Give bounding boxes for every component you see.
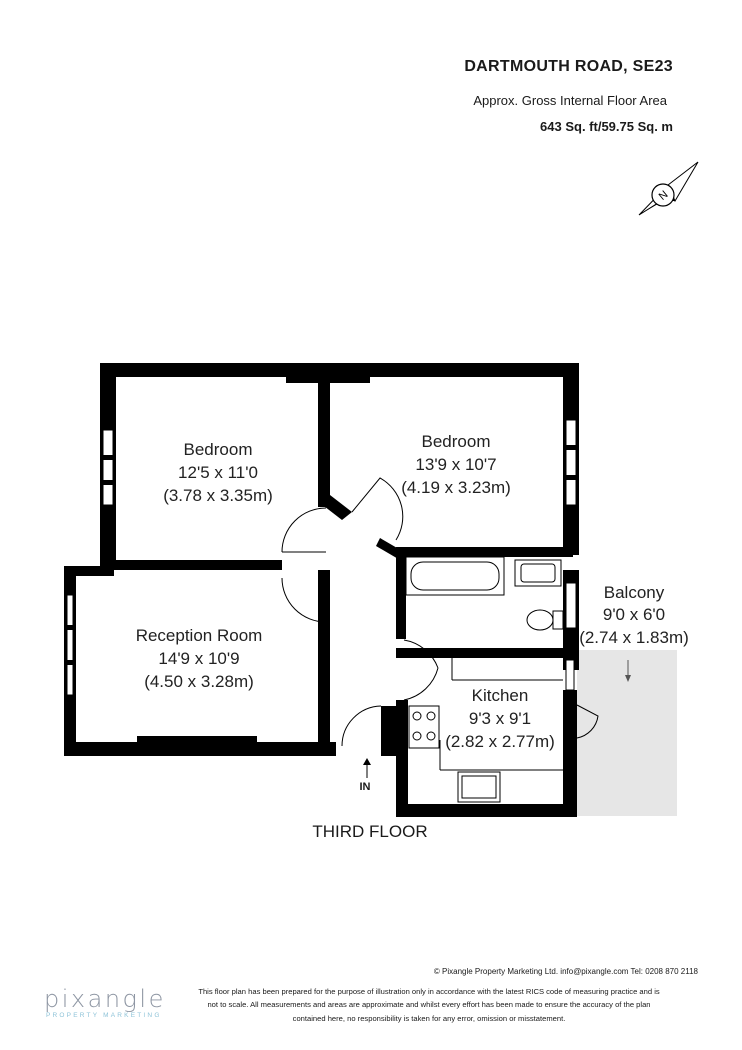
doors: [281, 477, 599, 747]
bedroom2-name: Bedroom: [422, 432, 491, 451]
reception-imperial: 14'9 x 10'9: [158, 649, 239, 668]
reception-metric: (4.50 x 3.28m): [144, 672, 254, 691]
bathtub: [405, 556, 505, 596]
floor-area-label: Approx. Gross Internal Floor Area: [473, 93, 667, 108]
balcony-imperial: 9'0 x 6'0: [603, 605, 665, 624]
kitchen-metric: (2.82 x 2.77m): [445, 732, 555, 751]
disclaimer-line: contained here, no responsibility is tak…: [292, 1013, 566, 1023]
balcony-area: [577, 650, 677, 816]
pixangle-logo-subtitle: PROPERTY MARKETING: [46, 1012, 162, 1019]
balcony-metric: (2.74 x 1.83m): [579, 628, 689, 647]
hob: [408, 705, 440, 749]
reception-name: Reception Room: [136, 626, 263, 645]
bedroom2-imperial: 13'9 x 10'7: [415, 455, 496, 474]
compass-icon: N: [638, 161, 699, 216]
pixangle-logo: pixangle: [44, 985, 166, 1013]
kitchen-name: Kitchen: [472, 686, 529, 705]
bedroom1-imperial: 12'5 x 11'0: [178, 463, 258, 482]
kitchen-fixtures: [408, 658, 563, 803]
kitchen-imperial: 9'3 x 9'1: [469, 709, 531, 728]
bathroom-fixtures: [405, 556, 564, 631]
disclaimer-line: This floor plan has been prepared for th…: [198, 987, 660, 996]
footer-contact: © Pixangle Property Marketing Ltd. info@…: [433, 967, 698, 976]
property-title: DARTMOUTH ROAD, SE23: [464, 58, 673, 75]
kitchen-sink: [457, 771, 501, 803]
bedroom2-metric: (4.19 x 3.23m): [401, 478, 511, 497]
entrance-arrow: [363, 758, 371, 778]
bedroom1-name: Bedroom: [184, 440, 253, 459]
toilet: [526, 609, 554, 631]
disclaimer-line: not to scale. All measurements and areas…: [207, 1000, 651, 1010]
entrance-label: IN: [359, 781, 371, 793]
basin: [514, 559, 562, 587]
bedroom1-metric: (3.78 x 3.35m): [163, 486, 273, 505]
footer-disclaimer: This floor plan has been prepared for th…: [160, 985, 698, 1025]
floor-area-value: 643 Sq. ft/59.75 Sq. m: [540, 119, 673, 134]
floor-label: THIRD FLOOR: [312, 822, 428, 841]
balcony-name: Balcony: [604, 583, 665, 602]
windows: [66, 419, 577, 696]
